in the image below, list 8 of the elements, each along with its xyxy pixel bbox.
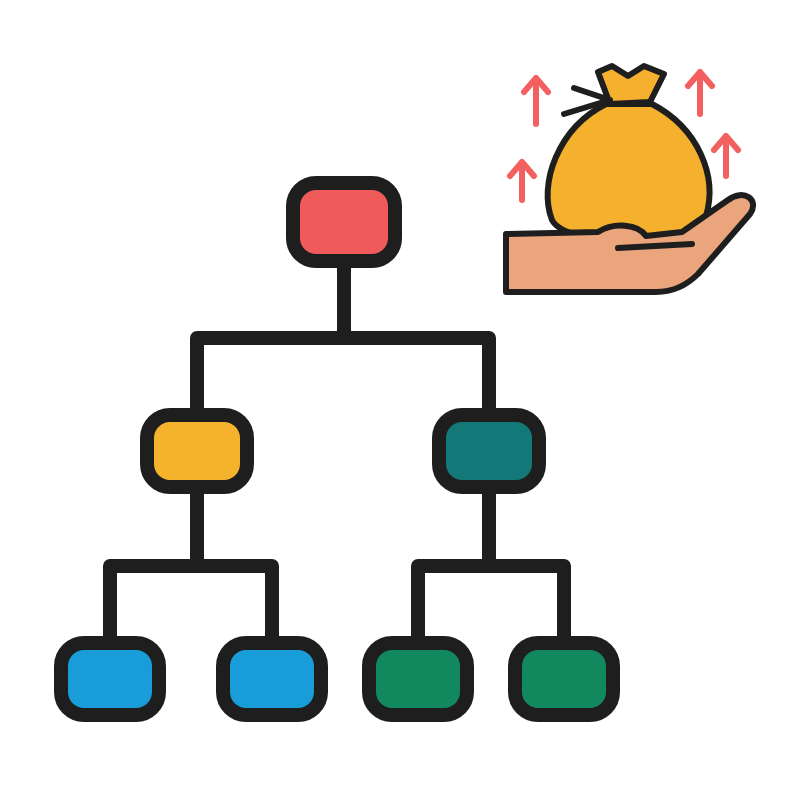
org-chart-box [54, 636, 166, 722]
org-chart-box [140, 408, 254, 494]
money-bag-hand-illustration [502, 58, 762, 300]
org-chart-box [216, 636, 328, 722]
org-chart-box [508, 636, 620, 722]
org-chart-box [362, 636, 474, 722]
org-chart-box [286, 176, 402, 268]
org-chart-box [432, 408, 546, 494]
